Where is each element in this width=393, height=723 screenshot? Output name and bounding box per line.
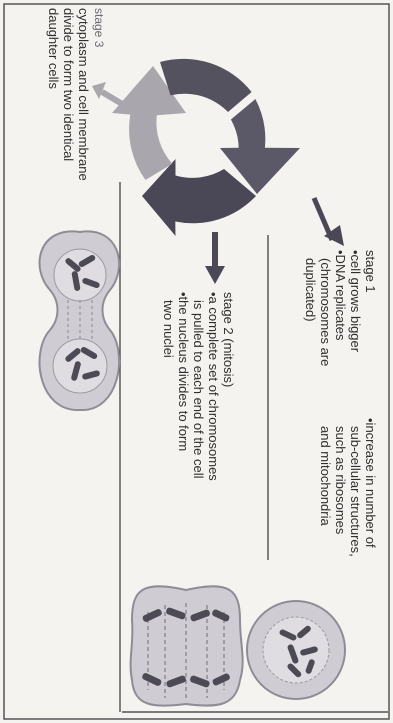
stage1-bullet-duplicated: duplicated) — [303, 250, 318, 366]
stage1-heading: stage 1 — [363, 250, 378, 366]
stage2-line-4: two nuclei — [161, 292, 176, 481]
stage1-bullet-dna: •DNA replicates — [333, 250, 348, 366]
stage3-label-block: stage 3 cytoplasm and cell membrane divi… — [46, 8, 106, 181]
stage2-cell — [131, 586, 243, 705]
stage3-heading: stage 3 — [91, 8, 106, 181]
stage3-line-2: divide to form two identical — [61, 8, 76, 181]
organelles-line-3: such as ribosomes — [333, 418, 348, 557]
stage1-pointer-arrow — [314, 198, 344, 246]
stage3-line-3: daughter cells — [46, 8, 61, 181]
stage1-cell — [247, 601, 345, 699]
stage2-pointer-arrow — [205, 232, 225, 284]
cell-cycle-ring — [112, 59, 300, 236]
stage1-label-block: stage 1 •cell grows bigger •DNA replicat… — [303, 250, 378, 366]
stage3-cell — [40, 231, 120, 410]
stage2-heading: stage 2 (mitosis) — [221, 292, 236, 481]
organelles-line-4: and mitochondria — [318, 418, 333, 557]
organelles-label-block: •increase in number of sub-cellular stru… — [318, 418, 378, 557]
stage2-line-2: is pulled to each end of the cell — [191, 292, 206, 481]
organelles-line-2: sub-cellular structures, — [348, 418, 363, 557]
stage2-line-3: •the nucleus divides to form — [176, 292, 191, 481]
stage3-line-1: cytoplasm and cell membrane — [76, 8, 91, 181]
organelles-line-1: •increase in number of — [363, 418, 378, 557]
stage2-label-block: stage 2 (mitosis) •a complete set of chr… — [161, 292, 236, 481]
stage1-bullet-chromosomes: (chromosomes are — [318, 250, 333, 366]
stage1-bullet-grows: •cell grows bigger — [348, 250, 363, 366]
stage2-line-1: •a complete set of chromosomes — [206, 292, 221, 481]
